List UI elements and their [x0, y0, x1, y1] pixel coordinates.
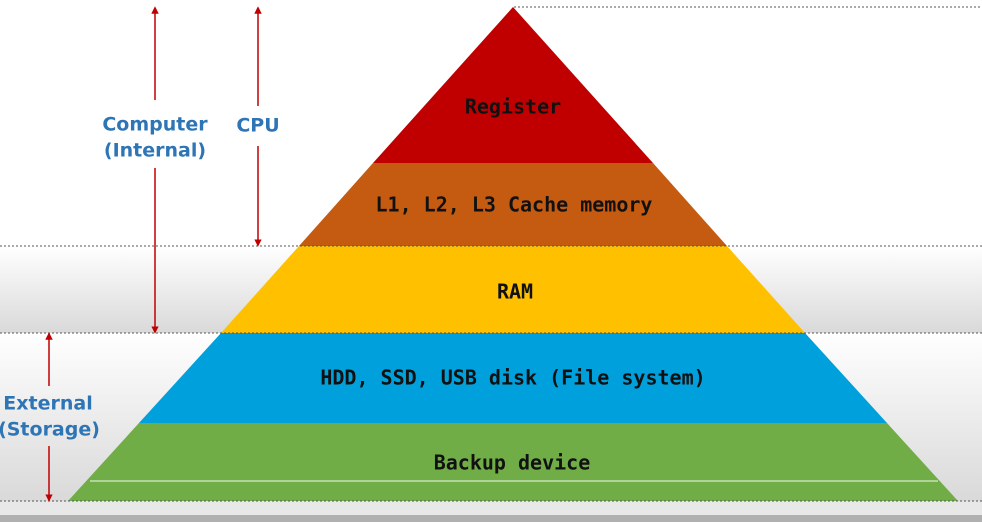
bottom-edge-line [0, 515, 982, 522]
computer-scope-label-line2: (Internal) [104, 140, 206, 162]
external-scope-label-line1: External [3, 393, 92, 415]
tier-label-ram: RAM [497, 280, 533, 304]
cpu-scope-label: CPU [236, 115, 279, 137]
pyramid-tier-cache [299, 163, 727, 246]
computer-scope-label-line1: Computer [102, 114, 208, 136]
external-scope-label-line2: (Storage) [0, 419, 100, 441]
tier-label-cache: L1, L2, L3 Cache memory [376, 193, 653, 217]
tier-label-register: Register [465, 95, 561, 119]
tier-label-disk: HDD, SSD, USB disk (File system) [320, 366, 705, 390]
pyramid-tier-register [373, 7, 653, 163]
pyramid-tier-ram [221, 246, 805, 333]
tier-label-backup: Backup device [434, 451, 591, 475]
pyramid-tier-disk [139, 333, 887, 423]
